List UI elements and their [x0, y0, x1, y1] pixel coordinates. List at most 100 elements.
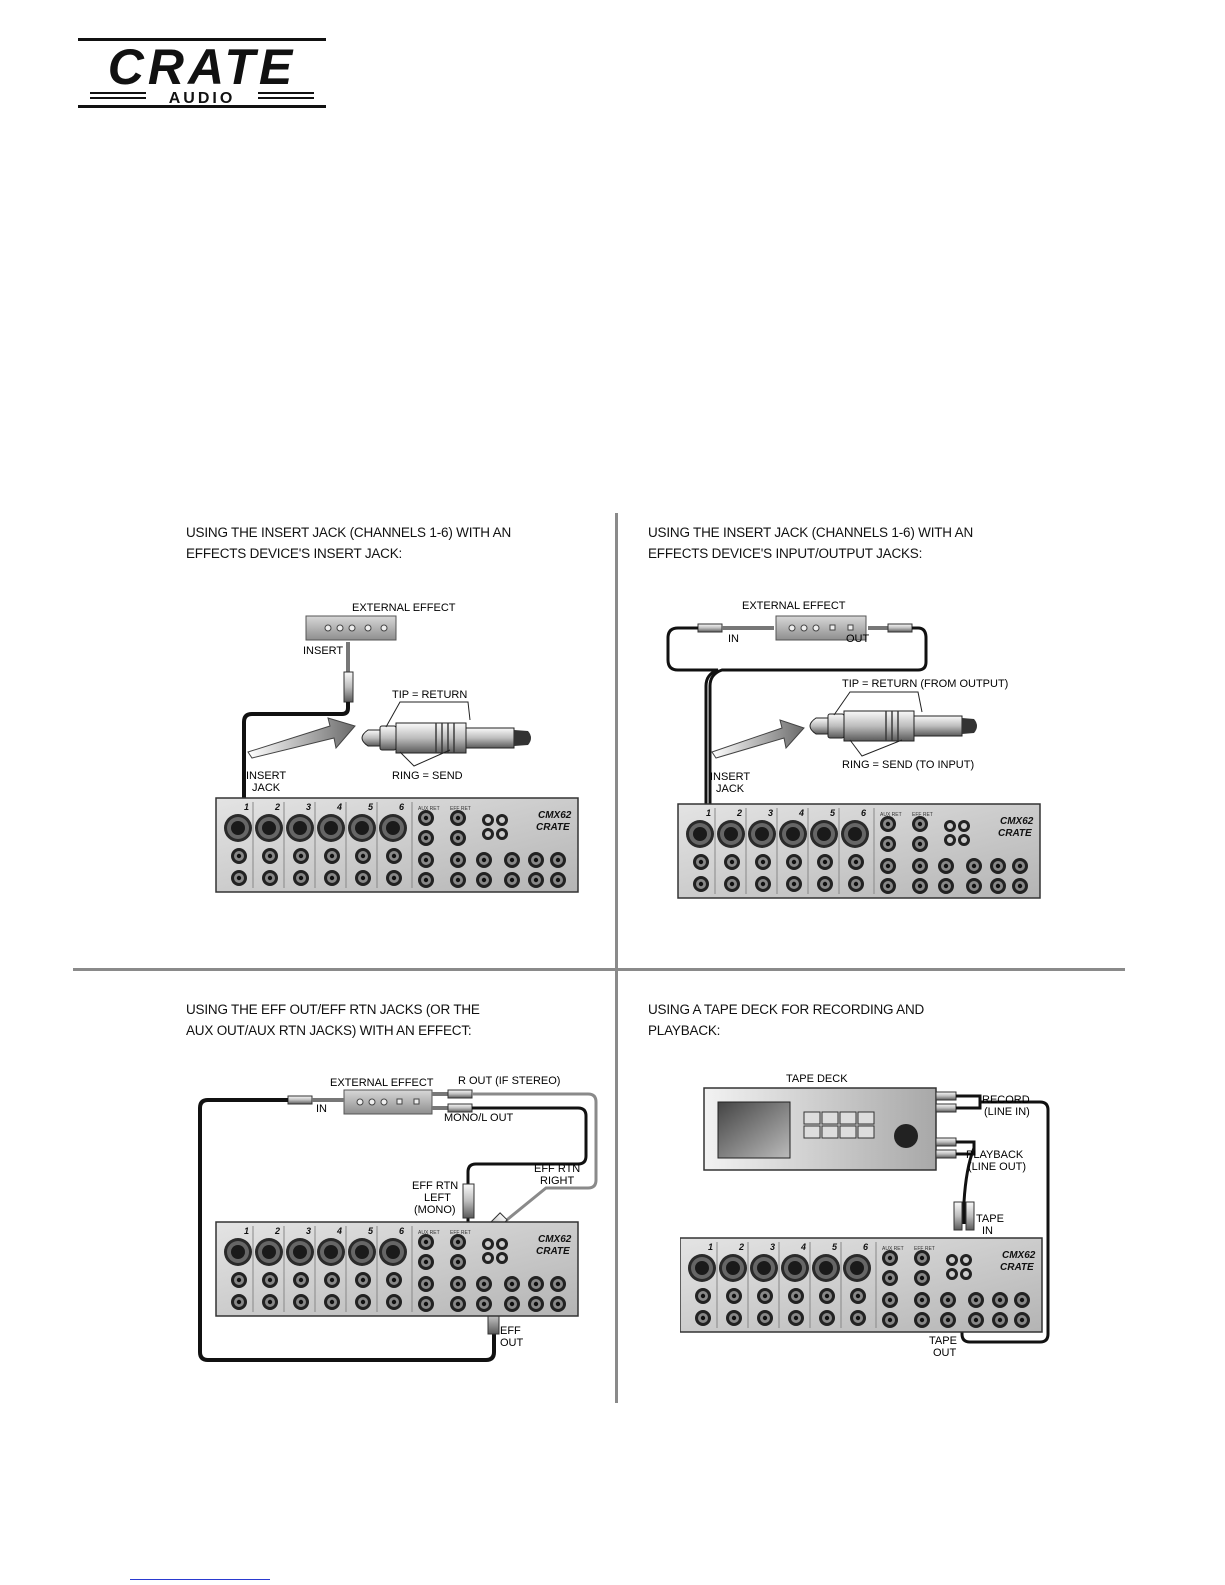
line-jack: [693, 854, 709, 870]
jack: [990, 858, 1006, 874]
xlr-input: [686, 820, 714, 848]
jack: [528, 852, 544, 868]
jack: [476, 852, 492, 868]
jack: [880, 878, 896, 894]
panel-tl-title: USING THE INSERT JACK (CHANNELS 1-6) WIT…: [186, 525, 512, 561]
insert-jack-label-2: JACK: [716, 783, 745, 795]
jack: [968, 1292, 984, 1308]
line-jack: [386, 848, 402, 864]
insert-jack: [386, 1294, 402, 1310]
logo-brand: CRATE: [108, 39, 297, 95]
channel-number: 2: [738, 1242, 744, 1252]
channel-number: 4: [798, 808, 804, 818]
jack: [1014, 1312, 1030, 1328]
insert-jack-label-2: JACK: [252, 782, 281, 794]
xlr-input: [719, 1254, 747, 1282]
channel-number: 6: [861, 808, 867, 818]
insert-jack: [848, 876, 864, 892]
jack: [912, 836, 928, 852]
jack: [940, 1312, 956, 1328]
line-jack: [293, 848, 309, 864]
jack: [450, 872, 466, 888]
eff-out-1: EFF: [500, 1325, 521, 1337]
jack: [880, 858, 896, 874]
playback-label-2: (LINE OUT): [968, 1161, 1026, 1173]
jack: [912, 816, 928, 832]
xlr-input: [348, 814, 376, 842]
insert-jack: [724, 876, 740, 892]
eff-rtn-left-2: LEFT: [424, 1192, 451, 1204]
insert-jack: [695, 1310, 711, 1326]
line-jack: [788, 1288, 804, 1304]
line-jack: [231, 1272, 247, 1288]
insert-jack-label-1: INSERT: [710, 771, 750, 783]
xlr-input: [748, 820, 776, 848]
ring-label: RING = SEND: [392, 770, 463, 782]
jack: [992, 1312, 1008, 1328]
aux-ret-label: AUX RET: [418, 806, 440, 812]
aux-ret-label: AUX RET: [880, 812, 902, 818]
jack: [504, 872, 520, 888]
line-jack: [293, 1272, 309, 1288]
channel-number: 1: [708, 1242, 713, 1252]
jack: [1014, 1292, 1030, 1308]
xlr-input: [841, 820, 869, 848]
mixer-brand: CRATE: [536, 1246, 570, 1257]
eff-rtn-right-2: RIGHT: [540, 1175, 575, 1187]
insert-jack: [293, 870, 309, 886]
xlr-input: [779, 820, 807, 848]
panel-bl-diagram: EXTERNAL EFFECT IN R OUT (IF STEREO) MON…: [198, 1075, 598, 1362]
insert-jack: [262, 1294, 278, 1310]
insert-jack: [355, 1294, 371, 1310]
insert-jack: [817, 876, 833, 892]
xlr-input: [348, 1238, 376, 1266]
jack: [940, 1292, 956, 1308]
trs-plug-illustration: [361, 722, 531, 754]
insert-jack: [757, 1310, 773, 1326]
jack: [914, 1292, 930, 1308]
mixer-brand: CRATE: [998, 828, 1032, 839]
channel-number: 6: [399, 1226, 405, 1236]
jack: [418, 1296, 434, 1312]
tip-label: TIP = RETURN (FROM OUTPUT): [842, 678, 1008, 690]
insert-jack: [324, 870, 340, 886]
line-jack: [324, 1272, 340, 1288]
insert-jack: [262, 870, 278, 886]
jack: [550, 1276, 566, 1292]
jack: [550, 852, 566, 868]
jack: [912, 858, 928, 874]
insert-jack-label-1: INSERT: [246, 770, 286, 782]
out-label: OUT: [846, 633, 870, 645]
channel-number: 2: [274, 802, 280, 812]
eff-ret-label: EFF RET: [450, 1230, 471, 1236]
jack: [418, 1234, 434, 1250]
jack: [528, 1276, 544, 1292]
xlr-input: [317, 1238, 345, 1266]
playback-label-1: PLAYBACK: [966, 1149, 1024, 1161]
jack: [882, 1312, 898, 1328]
xlr-input: [688, 1254, 716, 1282]
xlr-input: [286, 814, 314, 842]
jack: [476, 872, 492, 888]
jack: [912, 878, 928, 894]
jack: [882, 1292, 898, 1308]
record-label-2: (LINE IN): [984, 1106, 1030, 1118]
tip-label: TIP = RETURN: [392, 689, 467, 701]
line-jack: [786, 854, 802, 870]
aux-ret-label: AUX RET: [418, 1230, 440, 1236]
jack: [418, 852, 434, 868]
bottom-link-underline: [130, 1579, 270, 1580]
channel-number: 5: [368, 802, 374, 812]
jack: [550, 872, 566, 888]
mixer-brand: CRATE: [1000, 1262, 1034, 1273]
jack: [476, 1276, 492, 1292]
insert-label: INSERT: [303, 645, 343, 657]
insert-jack: [231, 870, 247, 886]
jack: [914, 1250, 930, 1266]
in-label: IN: [728, 633, 739, 645]
jack: [966, 858, 982, 874]
mixer-brand: CRATE: [536, 822, 570, 833]
jack: [450, 830, 466, 846]
